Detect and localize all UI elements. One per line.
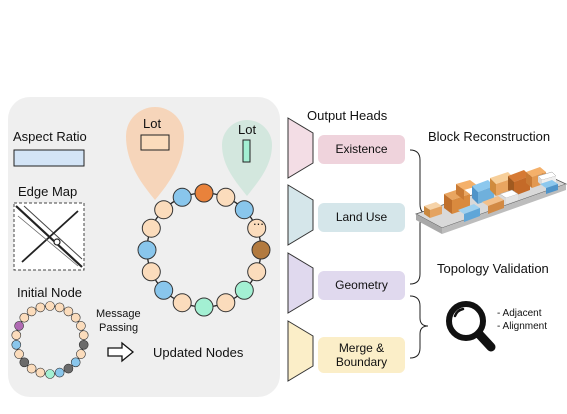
updated-node [247, 218, 267, 238]
validation-brace [409, 295, 429, 359]
initial-node [14, 321, 24, 331]
initial-node [11, 330, 22, 341]
block-3d-illustration [415, 167, 567, 234]
land-use-head-text: Land Use [335, 210, 388, 225]
merge-boundary-head-text-line1: Merge & [338, 340, 385, 355]
merge-boundary-head-shape [287, 320, 314, 382]
initial-node [35, 367, 46, 378]
updated-node [216, 187, 236, 207]
updated-node [194, 297, 214, 317]
initial-node [26, 363, 37, 374]
aspect-ratio-box [13, 149, 85, 167]
land-use-head-shape [287, 184, 314, 246]
land-use-head-label: Land Use [318, 203, 405, 232]
message-passing-label-line2: Passing [99, 322, 139, 334]
existence-head-text: Existence [335, 142, 388, 157]
updated-node [251, 240, 271, 260]
initial-node [76, 349, 86, 359]
updated-node [216, 293, 236, 313]
initial-node [78, 330, 89, 341]
updated-node [154, 200, 174, 220]
lot-label-peach: Lot [143, 116, 162, 131]
initial-node [70, 357, 81, 368]
geometry-head-text: Geometry [335, 278, 388, 293]
initial-node [19, 357, 30, 368]
existence-head-label: Existence [318, 135, 405, 164]
initial-node [26, 306, 37, 317]
initial-node [45, 301, 55, 311]
updated-node [141, 218, 161, 238]
topology-item-alignment: - Alignment [497, 321, 548, 332]
updated-node [137, 240, 157, 260]
lot-marker-mint [222, 120, 272, 196]
updated-nodes-label: Updated Nodes [153, 345, 244, 360]
merge-boundary-head-label: Merge & Boundary [318, 337, 405, 373]
lot-marker-peach [126, 107, 184, 200]
updated-node [194, 183, 214, 203]
ellipsis: ... [253, 213, 264, 228]
initial-node [54, 302, 65, 313]
initial-node [54, 367, 65, 378]
updated-node [172, 187, 192, 207]
geometry-head-label: Geometry [318, 271, 405, 300]
updated-node [172, 293, 192, 313]
topology-validation-title: Topology Validation [437, 261, 549, 276]
message-passing-arrow [107, 341, 135, 363]
updated-node [141, 262, 161, 282]
output-heads-title: Output Heads [307, 108, 388, 123]
edge-map [13, 202, 85, 271]
block-reconstruction-title: Block Reconstruction [428, 129, 551, 144]
aspect-ratio-label: Aspect Ratio [13, 129, 87, 144]
edge-map-label: Edge Map [18, 184, 78, 199]
updated-node [234, 200, 254, 220]
magnifier-icon [446, 301, 496, 352]
initial-node [76, 321, 86, 331]
initial-node-label: Initial Node [17, 285, 83, 300]
updated-node [154, 280, 174, 300]
initial-node [45, 369, 55, 379]
lot-label-mint: Lot [238, 122, 257, 137]
initial-node [70, 312, 81, 323]
initial-node [14, 349, 24, 359]
initial-node [63, 363, 74, 374]
initial-node [35, 302, 46, 313]
topology-item-adjacent: - Adjacent [497, 308, 542, 319]
node-rings [11, 183, 271, 379]
initial-node [63, 306, 74, 317]
updated-node [247, 262, 267, 282]
updated-node [234, 280, 254, 300]
existence-head-shape [287, 117, 314, 179]
merge-boundary-head-text-line2: Boundary [335, 355, 388, 369]
geometry-head-shape [287, 252, 314, 314]
initial-node [78, 339, 89, 350]
initial-node [11, 339, 22, 350]
initial-node [19, 312, 30, 323]
message-passing-label-line1: Message [96, 308, 141, 320]
